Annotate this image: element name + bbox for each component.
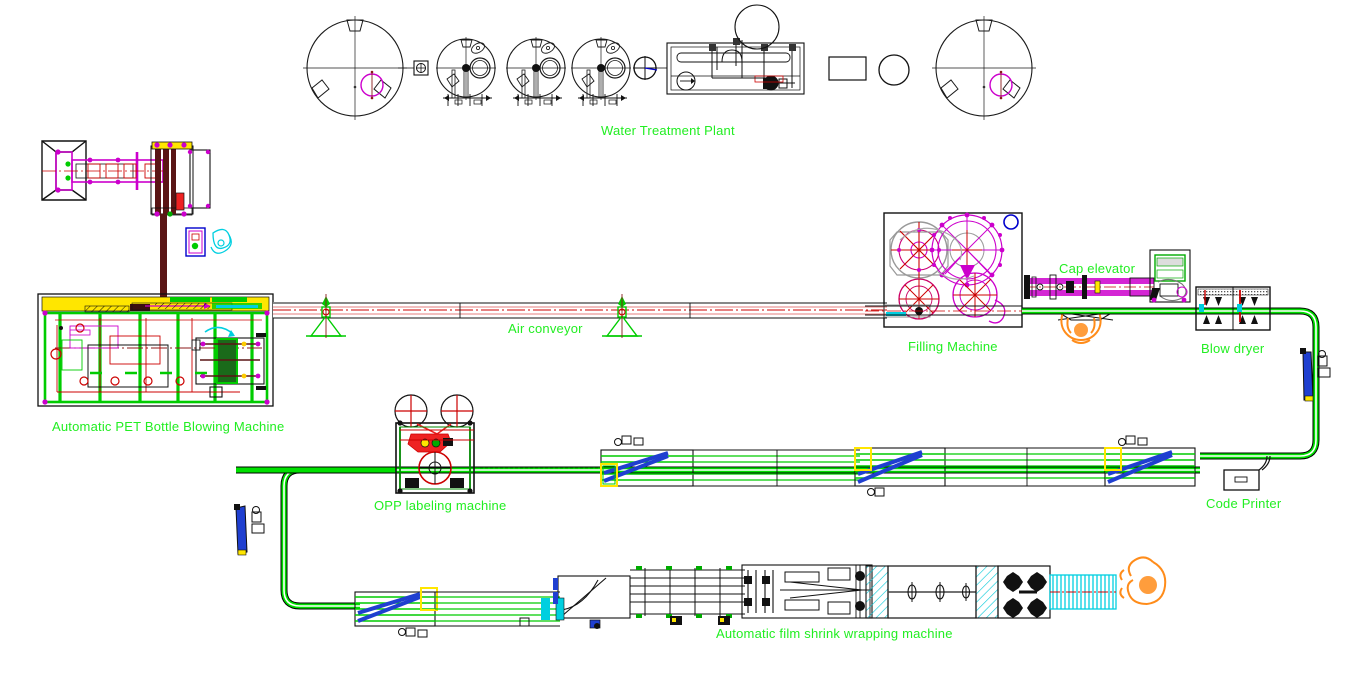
label-water-treatment-plant: Water Treatment Plant	[601, 123, 735, 138]
filler-turret	[929, 212, 1005, 288]
filling-machine-group	[865, 212, 1023, 328]
preform-hopper-group	[41, 140, 232, 300]
gripper-robot-icon-2	[1119, 556, 1167, 605]
conveyor-support-1	[306, 294, 346, 338]
preform-elevator	[150, 141, 211, 300]
label-air-conveyor: Air conveyor	[508, 321, 583, 336]
code-printer-group	[1223, 455, 1271, 491]
blowing-machine-group	[37, 293, 274, 407]
cap-hopper	[1149, 249, 1191, 303]
transfer-guide-left	[234, 504, 265, 556]
fan-icon	[210, 228, 232, 254]
blow-mould-station	[191, 326, 266, 398]
label-code-printer: Code Printer	[1206, 496, 1282, 511]
label-filling-machine: Filling Machine	[908, 339, 998, 354]
label-cap-elevator: Cap elevator	[1059, 261, 1136, 276]
label-automatic-film-shrink-wrapping-machine: Automatic film shrink wrapping machine	[716, 626, 953, 641]
bottle-conveyor-loop	[236, 307, 1320, 610]
conveyor-support-2	[602, 294, 642, 338]
opp-labeling-machine-group	[394, 394, 600, 494]
label-automatic-pet-bottle-blowing-machine: Automatic PET Bottle Blowing Machine	[52, 419, 285, 434]
dosing-pump	[633, 56, 658, 80]
belt-section-4	[354, 587, 560, 638]
air-conveyor-group	[273, 294, 887, 338]
belt-section-1	[600, 435, 860, 487]
transfer-guide-right	[1300, 348, 1331, 402]
filter-vessel-2	[506, 37, 566, 106]
ozone-mixer	[878, 54, 910, 86]
infeed-star	[898, 278, 940, 320]
belt-section-2	[854, 447, 1110, 497]
blow-dryer-group	[1195, 286, 1271, 331]
sand-filter-tank	[303, 16, 407, 120]
small-pump-1	[413, 60, 429, 76]
filter-vessel-3	[571, 37, 631, 106]
water-treatment-plant-group	[303, 4, 1036, 120]
ro-skid	[666, 4, 805, 95]
shrink-wrapper-group	[553, 556, 1167, 629]
label-blow-dryer: Blow dryer	[1201, 341, 1265, 356]
filter-vessel-1	[436, 37, 496, 106]
gripper-robot-icon-1	[1060, 311, 1102, 344]
belt-section-3	[1104, 435, 1196, 487]
label-opp-labeling-machine: OPP labeling machine	[374, 498, 507, 513]
control-panel	[185, 227, 206, 257]
cap-elevator-group	[1024, 249, 1191, 344]
ozone-box	[828, 56, 867, 81]
storage-tank	[932, 16, 1036, 120]
